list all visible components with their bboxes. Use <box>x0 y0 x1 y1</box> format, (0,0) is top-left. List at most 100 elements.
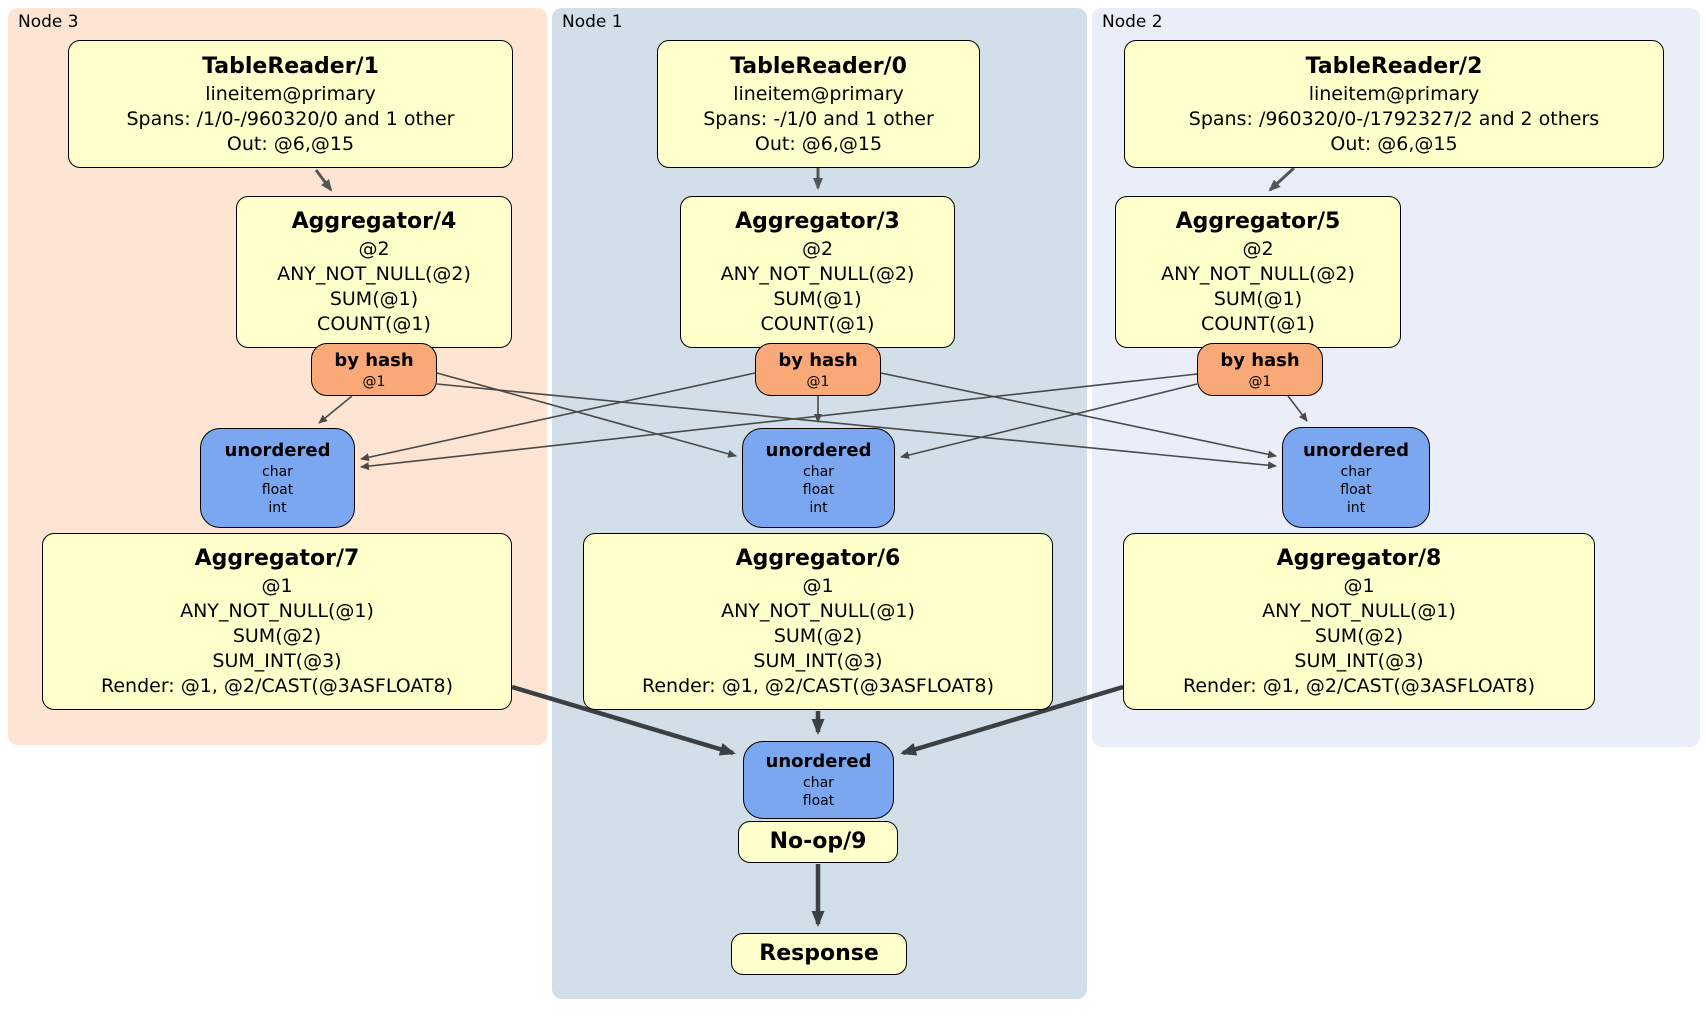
tablereader-0-title: TableReader/0 <box>730 53 907 79</box>
box-line: int <box>1346 499 1366 516</box>
byhash-router-3: by hash @1 <box>755 343 881 396</box>
box-line: @1 <box>1343 575 1375 597</box>
box-line: ANY_NOT_NULL(@1) <box>180 600 374 622</box>
response-node: Response <box>731 933 907 975</box>
box-line: ANY_NOT_NULL(@1) <box>721 600 915 622</box>
edge-tr1-agg4 <box>314 169 333 192</box>
box-line: COUNT(@1) <box>317 313 431 335</box>
aggregator-4-title: Aggregator/4 <box>291 209 457 234</box>
edge-tr2-agg5 <box>1268 166 1296 192</box>
box-line: Out: @6,@15 <box>754 132 883 155</box>
box-line: SUM_INT(@3) <box>1294 650 1424 672</box>
edge-byhash4-to-unordered7 <box>318 395 353 424</box>
box-line: @2 <box>1242 238 1274 260</box>
box-line: Spans: -/1/0 and 1 other <box>703 107 934 130</box>
box-line: char <box>1340 463 1372 480</box>
box-line: SUM_INT(@3) <box>753 650 883 672</box>
box-line: @1 <box>1248 373 1272 390</box>
box-line: @1 <box>806 373 830 390</box>
unordered-sync-final-details: char float <box>803 774 834 810</box>
edge-byhash5-to-unordered7 <box>360 373 1198 471</box>
box-line: @1 <box>802 575 834 597</box>
box-line: float <box>802 482 835 498</box>
noop-9-title: No-op/9 <box>769 829 867 854</box>
unordered-sync-7-title: unordered <box>224 440 331 461</box>
box-line: ANY_NOT_NULL(@1) <box>1262 600 1456 622</box>
box-line: Spans: /1/0-/960320/0 and 1 other <box>126 107 455 130</box>
byhash-router-4-details: @1 <box>363 373 386 391</box>
box-line: Out: @6,@15 <box>1330 132 1458 155</box>
unordered-sync-6-title: unordered <box>765 440 872 461</box>
box-line: @1 <box>362 373 386 390</box>
box-line: Out: @6,@15 <box>226 132 355 155</box>
box-line: char <box>803 464 834 480</box>
aggregator-6-title: Aggregator/6 <box>735 546 901 571</box>
aggregator-5-title: Aggregator/5 <box>1175 209 1341 234</box>
box-line: Spans: /960320/0-/1792327/2 and 2 others <box>1188 107 1600 130</box>
box-line: int <box>268 500 287 516</box>
edge-byhash3-to-unordered7 <box>360 372 756 462</box>
box-line: float <box>261 482 294 498</box>
byhash-router-3-title: by hash <box>778 349 858 371</box>
aggregator-7-title: Aggregator/7 <box>194 546 360 571</box>
box-line: ANY_NOT_NULL(@2) <box>720 263 915 285</box>
box-line: Render: @1, @2/CAST(@3ASFLOAT8) <box>642 675 994 697</box>
box-line: @2 <box>358 238 390 260</box>
node2-label: Node 2 <box>1102 12 1163 32</box>
byhash-router-4: by hash @1 <box>311 343 437 396</box>
aggregator-8-title: Aggregator/8 <box>1276 546 1442 571</box>
box-line: SUM(@2) <box>232 625 322 647</box>
box-line: lineitem@primary <box>1308 82 1480 105</box>
box-line: SUM(@1) <box>1213 288 1303 310</box>
box-line: char <box>262 464 293 480</box>
box-line: char <box>803 775 834 791</box>
byhash-router-5-title: by hash <box>1220 349 1300 371</box>
edge-byhash3-to-unordered8 <box>880 372 1277 459</box>
edge-agg7-to-final-unordered <box>511 684 736 756</box>
unordered-sync-final-title: unordered <box>765 751 872 772</box>
unordered-sync-8-title: unordered <box>1303 439 1409 461</box>
response-title: Response <box>759 941 879 966</box>
unordered-sync-7: unordered char float int <box>200 428 355 528</box>
box-line: float <box>1340 481 1372 498</box>
box-line: SUM(@1) <box>773 288 862 310</box>
box-line: Render: @1, @2/CAST(@3ASFLOAT8) <box>101 675 453 697</box>
box-line: lineitem@primary <box>205 82 376 105</box>
box-line: float <box>802 793 835 809</box>
edge-byhash4-to-unordered6 <box>436 372 737 458</box>
edge-byhash5-to-unordered8 <box>1287 395 1308 422</box>
byhash-router-5: by hash @1 <box>1197 343 1323 396</box>
edge-agg8-to-final-unordered <box>900 684 1124 756</box>
node3-label: Node 3 <box>18 12 79 32</box>
box-line: COUNT(@1) <box>1201 313 1315 335</box>
box-line: lineitem@primary <box>733 82 904 105</box>
box-line: ANY_NOT_NULL(@2) <box>277 263 471 285</box>
box-line: SUM_INT(@3) <box>212 650 342 672</box>
byhash-router-5-details: @1 <box>1249 373 1272 391</box>
edge-byhash4-to-unordered8 <box>436 383 1277 470</box>
edge-byhash5-to-unordered6 <box>900 383 1198 459</box>
tablereader-1-title: TableReader/1 <box>202 53 379 79</box>
tablereader-2-title: TableReader/2 <box>1305 53 1483 79</box>
byhash-router-3-details: @1 <box>807 373 830 391</box>
unordered-sync-final: unordered char float <box>743 741 894 819</box>
